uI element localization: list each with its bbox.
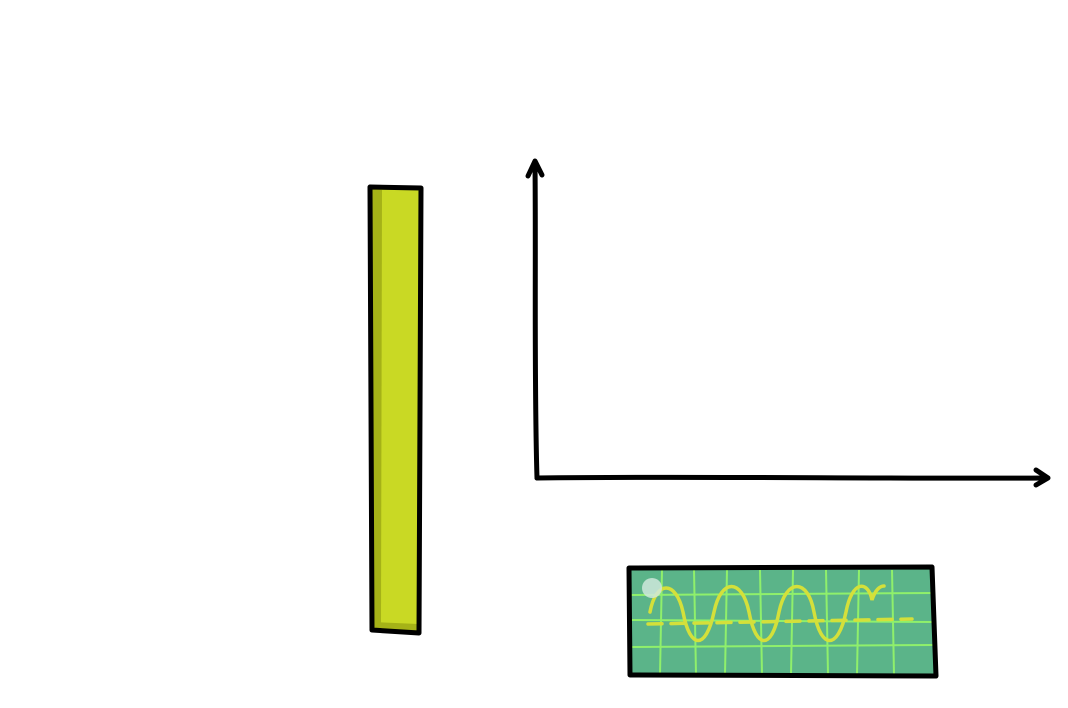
x-axis-line [534,474,1049,481]
sine-wave [648,584,886,643]
axes-icon [525,158,1051,488]
dashed-baseline [646,617,914,626]
oscilloscope-screen-icon [626,564,939,679]
y-axis-line [532,160,540,481]
bar-outline [367,184,424,636]
bar-body [370,187,421,633]
x-axis-arrowhead [1033,467,1051,488]
vertical-bar [367,184,424,636]
screen-glare [642,578,662,598]
y-axis-arrowhead [525,158,545,179]
screen-outline [626,564,939,679]
